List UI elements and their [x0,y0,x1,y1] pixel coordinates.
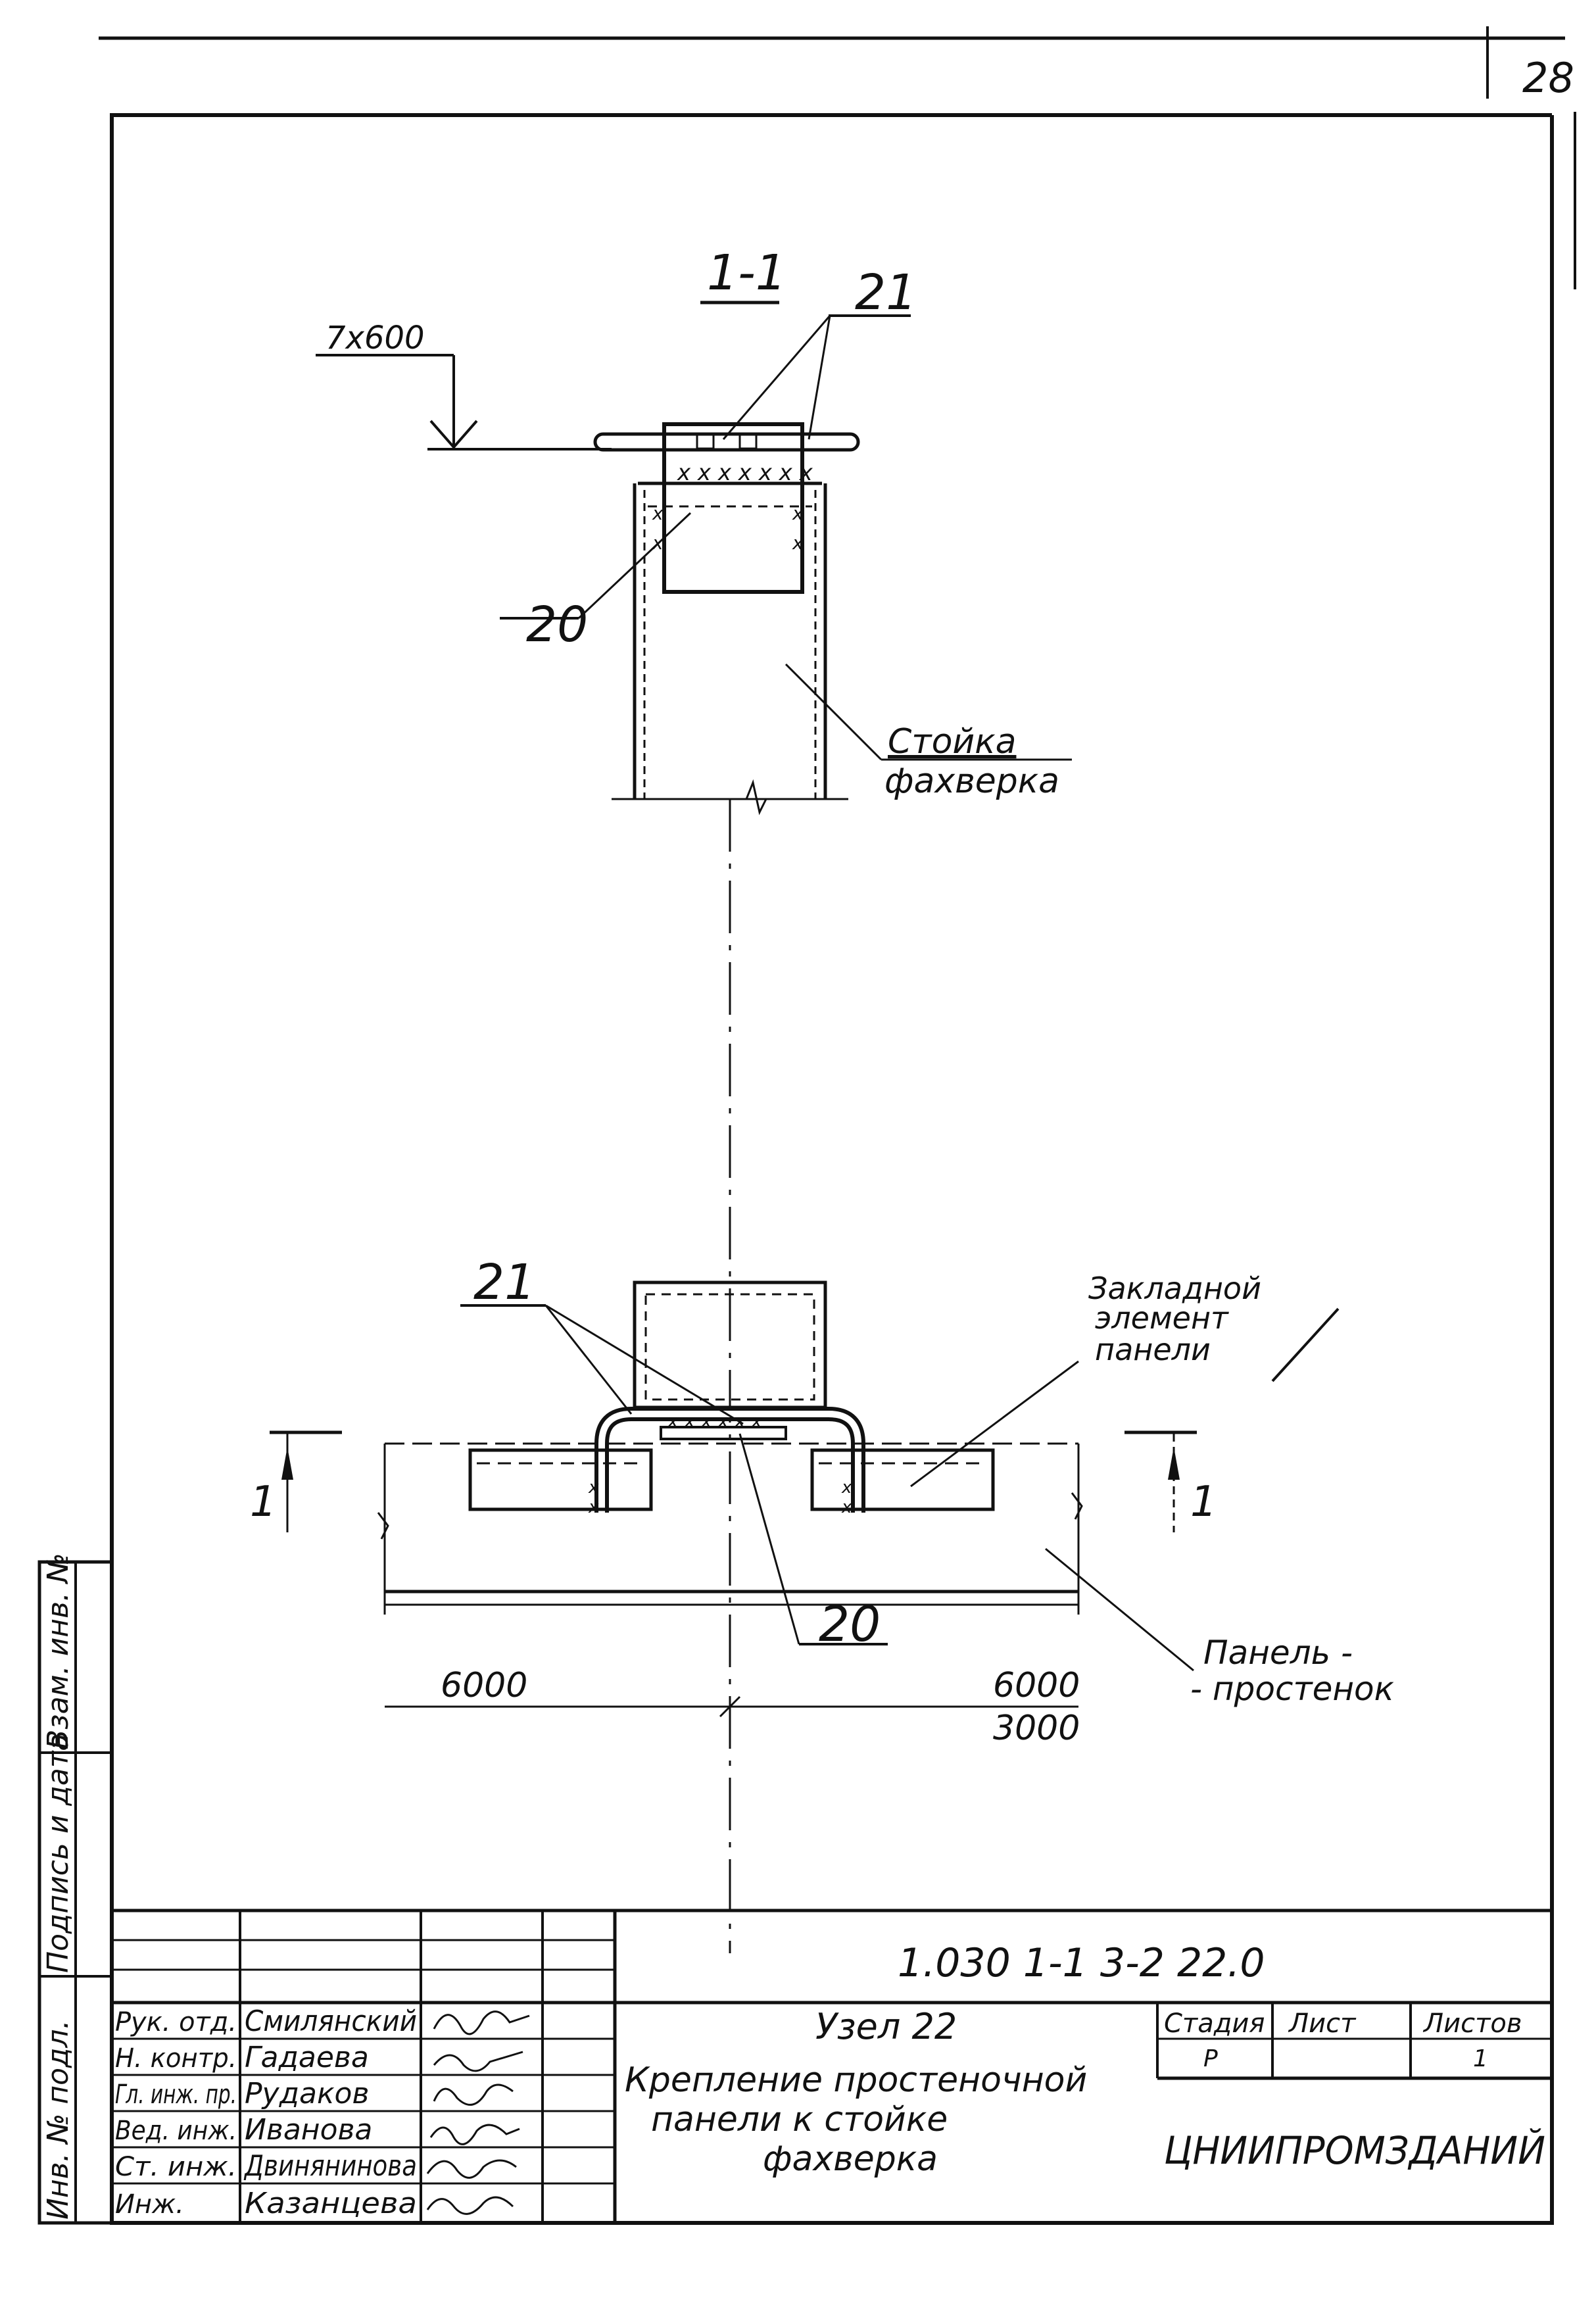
sheets-value: 1 [1473,2045,1488,2072]
cut-mark-right-arrowhead [1168,1447,1180,1480]
desc-line3: фахверка [763,2139,938,2179]
plan-view: x x x x x x x x x x 1 1 21 20 [250,1254,1394,1748]
level-arrow-head [429,420,478,450]
cut-mark-right: 1 [1190,1478,1217,1526]
signature-4 [426,2159,517,2179]
embedded-label-line1: Закладной [1088,1271,1261,1306]
signature-0 [433,2010,530,2035]
name-2: Рудаков [245,2077,369,2110]
desc-line1: Крепление простеночной [625,2060,1087,2100]
title-block: 1.030 1-1 3-2 22.0 Узел 22 Крепление про… [112,1909,1552,2223]
desc-line2: панели к стойке [651,2100,948,2139]
panel-break-left [377,1512,389,1540]
role-1: Н. контр. [115,2043,237,2074]
embedded-label-line3: панели [1095,1332,1211,1367]
weld-marks-top: x x x x x x x [677,460,813,486]
weld-marks-rod-left: x [588,1478,599,1497]
signature-5 [426,2196,514,2215]
role-3: Вед. инж. [115,2116,237,2146]
name-1: Гадаева [245,2041,369,2074]
embedded-label-leader [910,1360,1079,1488]
section-view: 1-1 7x600 x x x x x x x x x x x 21 [316,245,1072,816]
callout-21-plan-leader-a [544,1305,633,1415]
callout-21-leader-a [722,315,831,440]
side-stamp: Взам. инв. № Подпись и дата Инв. № подл. [37,1553,114,2225]
panel-break-right [1071,1492,1083,1520]
side-stamp-cell3: Взам. инв. № [41,1553,75,1749]
callout-20-leader [577,512,692,620]
role-4: Ст. инж. [115,2152,237,2182]
post-label-line2: фахверка [884,762,1059,801]
cut-mark-left-arrowhead [281,1447,293,1480]
weld-marks-plan: x x x x x x [667,1410,762,1432]
weld-marks-right-2: x [792,532,804,554]
drawing-frame [110,113,1554,2225]
side-stamp-cell1: Инв. № подл. [41,2020,75,2220]
callout-21-plan: 21 [473,1254,535,1311]
callout-20-plan-leader [738,1433,800,1645]
embedded-element-right [810,1448,995,1511]
name-3: Иванова [245,2113,372,2147]
name-5: Казанцева [245,2187,417,2220]
dim-left: 6000 [441,1666,527,1705]
section-title: 1-1 [707,245,786,301]
embedded-label-slash [1271,1307,1340,1382]
doc-code: 1.030 1-1 3-2 22.0 [898,1940,1265,1986]
cut-mark-left: 1 [250,1478,277,1526]
weld-marks-rod-right: x [841,1478,852,1497]
rod-hole-right [738,433,758,450]
stage-header: Стадия [1164,2009,1265,2039]
dim-right-top: 6000 [993,1666,1080,1705]
u-rod-21-inner [598,1411,861,1513]
dim-right-bottom: 3000 [993,1709,1080,1748]
role-2: Гл. инж. пр. [115,2080,237,2110]
weld-marks-rod-right-2: x [841,1497,852,1517]
callout-21-section: 21 [855,264,917,321]
callout-20-plan: 20 [819,1596,881,1653]
side-stamp-cell2: Подпись и дата [41,1734,75,1973]
page-number: 28 [1522,54,1574,102]
weld-marks-left: x [652,502,664,524]
role-5: Инж. [115,2189,184,2220]
weld-marks-right: x [792,502,804,524]
embedded-element-left [468,1448,653,1511]
name-4: Двинянинова [243,2149,417,2183]
sheets-header: Листов [1422,2009,1522,2039]
stage-value: Р [1203,2045,1218,2072]
post-label-leader [785,663,883,761]
signature-3 [429,2124,520,2145]
dimension-tick-center [719,1695,741,1718]
callout-21-plan-leader-b [545,1304,744,1425]
break-mark [745,779,767,816]
node-title: Узел 22 [815,2006,957,2047]
panel-label-line2: - простенок [1190,1670,1394,1708]
callout-20-section: 20 [526,597,588,653]
signature-2 [433,2083,514,2106]
organization: ЦНИИПРОМЗДАНИЙ [1164,2128,1545,2173]
plate-20 [662,422,804,594]
weld-marks-rod-left-2: x [588,1497,599,1517]
panel-label-leader [1045,1547,1194,1672]
plate-20-plan [660,1426,787,1440]
panel-label-line1: Панель - [1203,1634,1353,1672]
embedded-label-line2: элемент [1095,1300,1229,1336]
role-0: Рук. отд. [115,2007,237,2037]
post-plan-inner [644,1293,815,1401]
post-label-line1: Стойка [888,722,1016,762]
name-0: Смилянский [245,2005,417,2038]
sheet-header: Лист [1288,2009,1357,2039]
rod-hole-left [696,433,715,450]
callout-21-leader-b [808,315,831,440]
dimension-7x600-label: 7x600 [326,320,425,356]
signature-1 [433,2051,523,2072]
